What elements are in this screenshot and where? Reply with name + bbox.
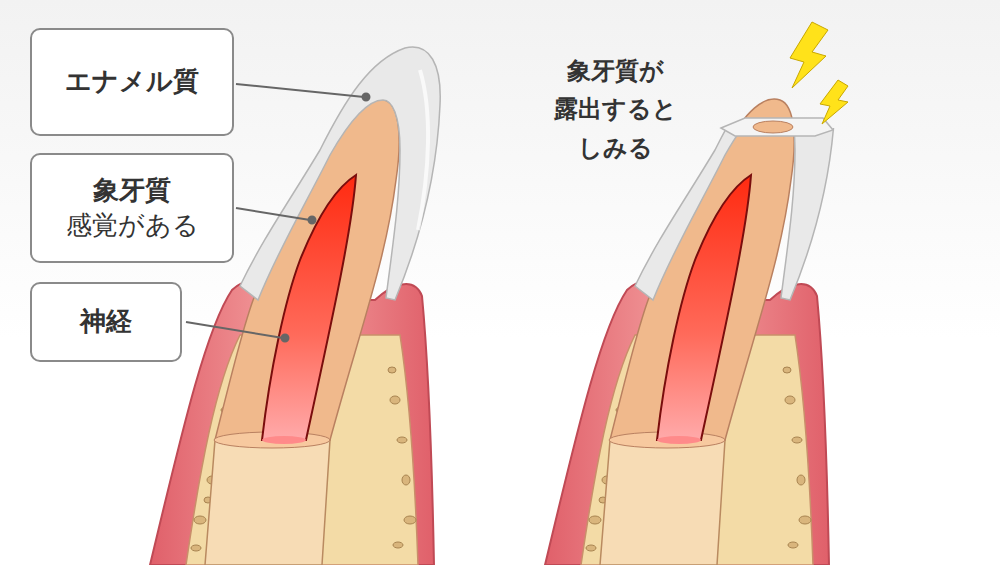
- part-name: エナメル質: [65, 64, 199, 99]
- part-name: 象牙質: [93, 173, 171, 208]
- label-box: 神経: [30, 282, 182, 362]
- note-text: 象牙質が 露出すると しみる: [540, 52, 690, 167]
- label-box: 象牙質感覚がある: [30, 153, 234, 263]
- part-note: 感覚がある: [66, 208, 199, 243]
- part-name: 神経: [80, 304, 132, 339]
- label-box: エナメル質: [30, 28, 234, 136]
